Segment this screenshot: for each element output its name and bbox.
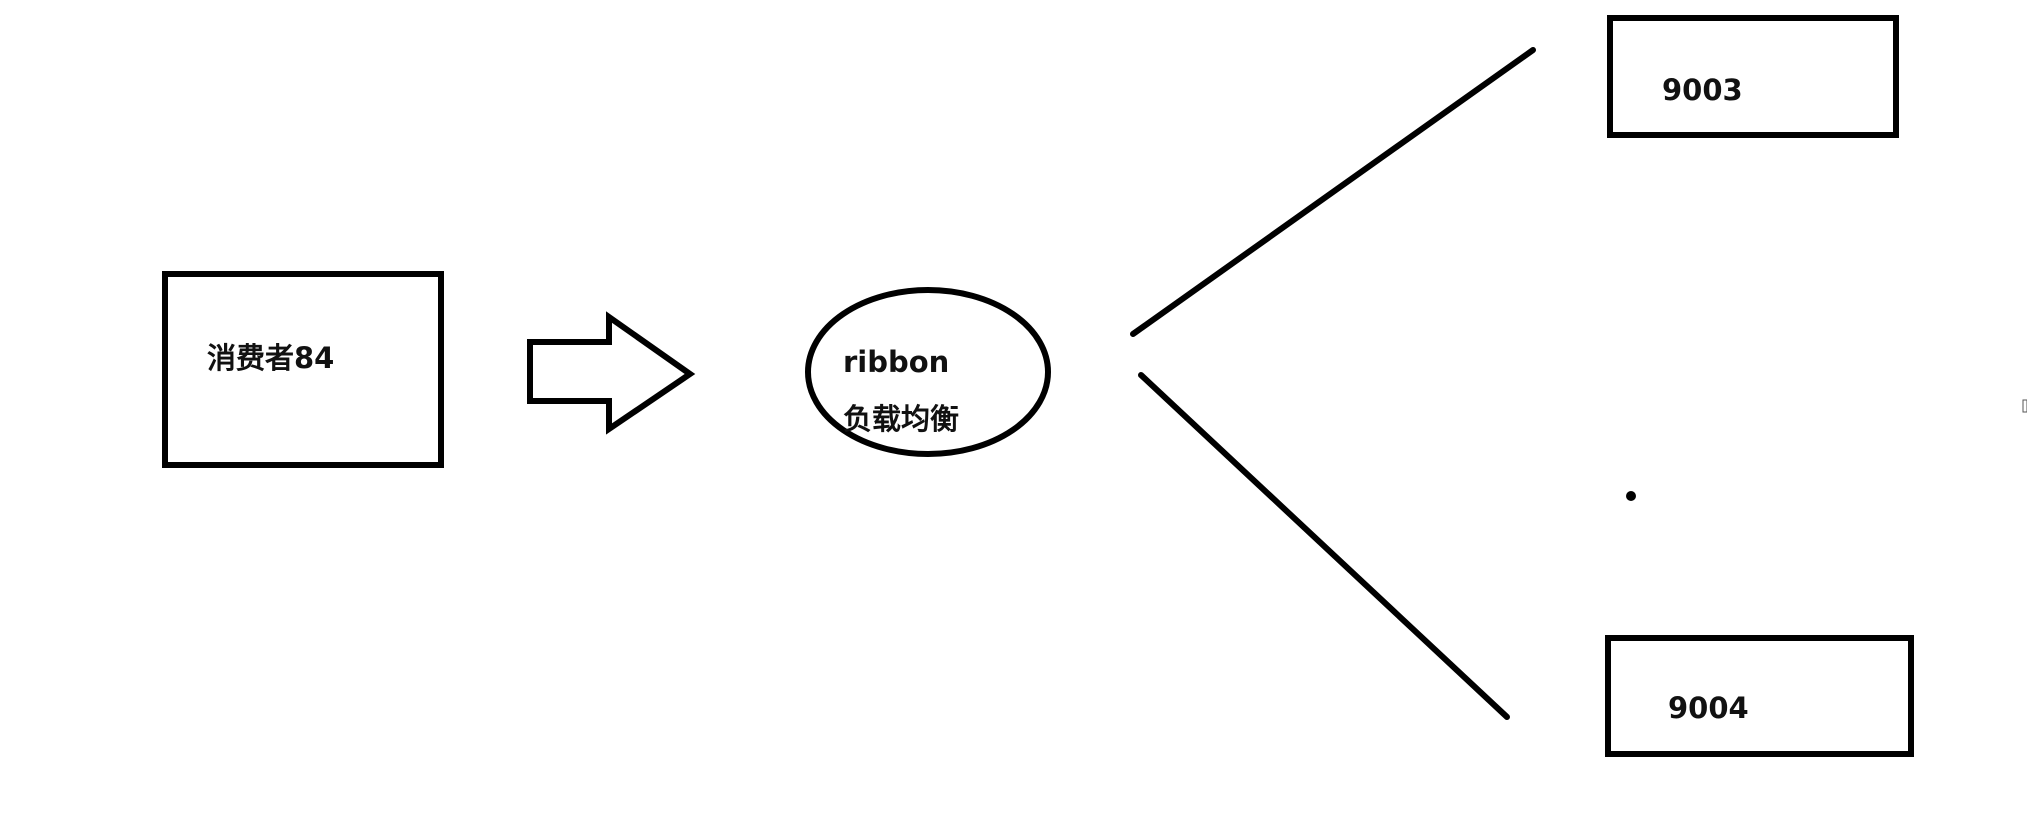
server-node-9003: 9003 bbox=[1607, 15, 1899, 138]
server-label-9004: 9004 bbox=[1668, 691, 1749, 725]
balancer-label-line1: ribbon bbox=[843, 345, 949, 379]
server-label-9003: 9003 bbox=[1662, 73, 1743, 107]
consumer-label: 消费者84 bbox=[207, 341, 334, 375]
edge-mark bbox=[2022, 399, 2027, 413]
connector-line-upper bbox=[1130, 47, 1536, 337]
balancer-ellipse bbox=[805, 287, 1051, 457]
server-box-9004 bbox=[1605, 635, 1914, 757]
connector-line-lower bbox=[1138, 372, 1510, 720]
consumer-node: 消费者84 bbox=[162, 271, 444, 468]
balancer-label-line2: 负载均衡 bbox=[843, 402, 959, 436]
server-node-9004: 9004 bbox=[1605, 635, 1914, 757]
consumer-box bbox=[162, 271, 444, 468]
right-arrow-shape bbox=[527, 311, 696, 435]
server-box-9003 bbox=[1607, 15, 1899, 138]
balancer-node: ribbon 负载均衡 bbox=[805, 287, 1051, 457]
stray-dot bbox=[1626, 491, 1636, 501]
